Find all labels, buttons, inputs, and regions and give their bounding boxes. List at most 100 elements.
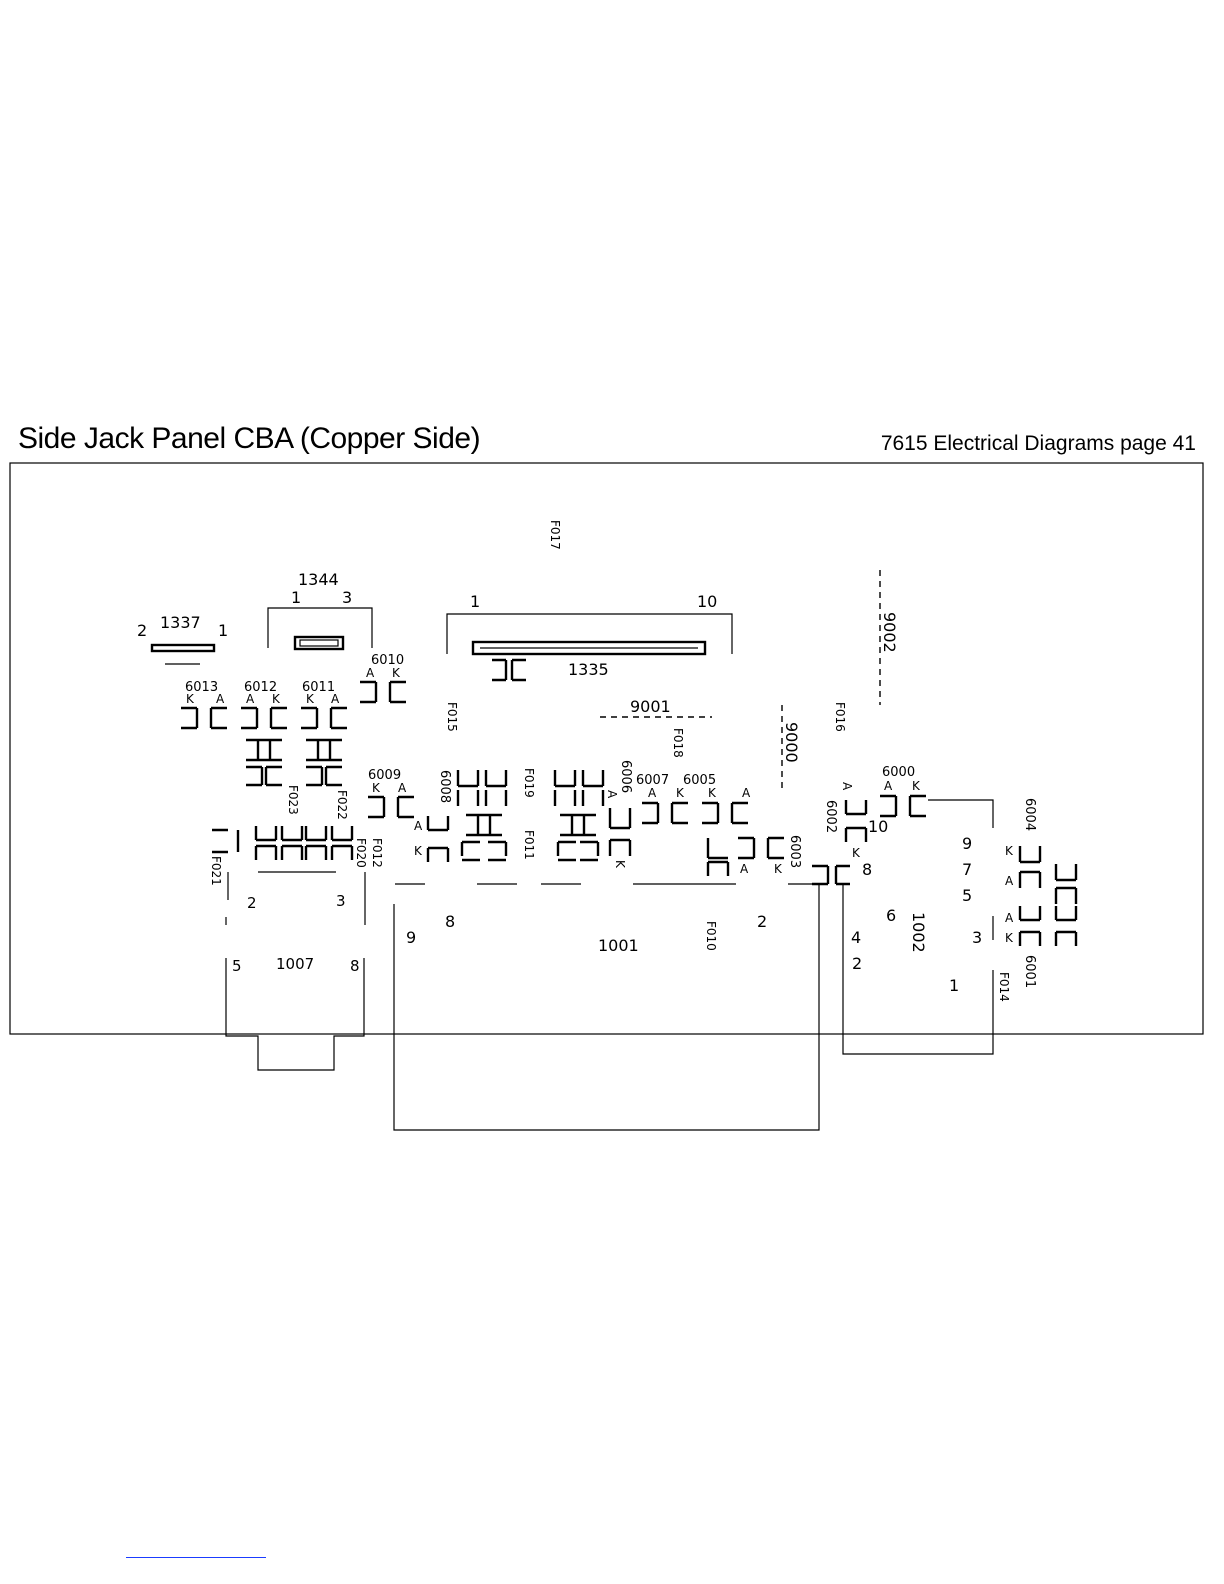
anode-label: A: [246, 692, 255, 706]
pad-pair-right: [1054, 864, 1078, 946]
label-6002: 6002: [823, 800, 838, 833]
test-point-f017: F017: [548, 520, 562, 550]
diode-6001: 6001 A K: [1005, 906, 1042, 988]
cathode-label: K: [272, 692, 281, 706]
diode-6003: 6003 A K: [706, 835, 802, 876]
diode-6000: 6000 A K: [880, 765, 926, 818]
pin-label: 2: [757, 912, 767, 931]
pin-label: 6: [886, 906, 896, 925]
diode-6004: 6004 K A: [1005, 798, 1042, 888]
diode-6007: 6007 A K: [636, 773, 688, 825]
test-point-f012: F012: [370, 838, 384, 868]
cathode-label: K: [414, 844, 423, 858]
label-1335: 1335: [568, 660, 609, 679]
test-point-f011: F011: [522, 830, 536, 860]
label-6011: 6011: [302, 680, 335, 695]
cathode-label: K: [774, 862, 783, 876]
connector-1337: 1337 2 1: [137, 613, 228, 665]
test-point-f023: F023: [286, 785, 300, 815]
anode-label: A: [1005, 874, 1014, 888]
label-1344: 1344: [298, 570, 339, 589]
pin-label: 5: [232, 957, 242, 975]
pin-label: 9: [406, 928, 416, 947]
pin-label: 4: [851, 928, 861, 947]
pad-bridge: [812, 864, 850, 886]
diode-6005: 6005 K A: [683, 773, 751, 825]
jack-1001: 1001 9 8 2: [393, 883, 820, 1131]
pin-label: 3: [972, 928, 982, 947]
anode-label: A: [366, 666, 375, 680]
label-6012: 6012: [244, 680, 277, 695]
diode-6009: 6009 K A: [368, 768, 414, 819]
label-1002: 1002: [909, 912, 928, 953]
test-point-f015: F015: [445, 702, 459, 732]
cathode-label: K: [676, 786, 685, 800]
label-6008: 6008: [437, 770, 452, 803]
anode-label: A: [648, 786, 657, 800]
pin-label: 8: [862, 860, 872, 879]
anode-label: A: [414, 819, 423, 833]
test-point-f020: F020: [354, 838, 368, 868]
diode-6011: 6011 K A: [301, 680, 347, 730]
diode-6006: 6006 A K: [605, 760, 633, 869]
pin-label: 1: [291, 588, 301, 607]
diode-6012: 6012 A K: [241, 680, 287, 730]
cathode-label: K: [708, 786, 717, 800]
resistor-stack-left: [246, 738, 342, 787]
label-6009: 6009: [368, 768, 401, 783]
pin-label: 3: [342, 588, 352, 607]
label-6010: 6010: [371, 653, 404, 668]
pin-label: 1: [470, 592, 480, 611]
cathode-label: K: [306, 692, 315, 706]
cathode-label: K: [392, 666, 401, 680]
page-title: Side Jack Panel CBA (Copper Side): [18, 422, 481, 455]
cathode-label: K: [186, 692, 195, 706]
test-point-f021: F021: [209, 856, 223, 886]
pin-label: 3: [336, 892, 346, 910]
diode-6008: 6008 A K: [414, 770, 452, 862]
test-point-f018: F018: [671, 728, 685, 758]
jack-1002: 1002 10 8 9 7 5 6 4 3 2 1: [842, 799, 994, 1055]
cathode-label: K: [912, 779, 921, 793]
label-1001: 1001: [598, 936, 639, 955]
label-6005: 6005: [683, 773, 716, 788]
label-6000: 6000: [882, 765, 915, 780]
label-6004: 6004: [1022, 798, 1037, 831]
anode-label: A: [740, 862, 749, 876]
diode-6013: 6013 K A: [181, 680, 227, 730]
anode-label: A: [840, 782, 854, 791]
pad-row-1007: [212, 826, 354, 873]
label-9002: 9002: [880, 612, 899, 653]
anode-label: A: [884, 779, 893, 793]
pin-label: 8: [350, 957, 360, 975]
anode-label: A: [1005, 911, 1014, 925]
cathode-label: K: [372, 781, 381, 795]
pin-label: 9: [962, 834, 972, 853]
jack-1007: 1007 2 3 5 8: [225, 872, 366, 1071]
anode-label: A: [742, 786, 751, 800]
label-6006: 6006: [618, 760, 633, 793]
pad-cluster-a: [456, 770, 508, 862]
cathode-label: K: [1005, 931, 1014, 945]
cathode-label: K: [613, 860, 627, 869]
anode-label: A: [398, 781, 407, 795]
test-point-f019: F019: [522, 768, 536, 798]
diode-6010: 6010 A K: [360, 653, 406, 704]
label-9000: 9000: [782, 722, 801, 763]
anode-label: A: [216, 692, 225, 706]
cathode-label: K: [852, 846, 861, 860]
pin-label: 7: [962, 860, 972, 879]
pin-label: 10: [868, 817, 888, 836]
label-6013: 6013: [185, 680, 218, 695]
diode-6002: 6002 A K: [823, 782, 868, 860]
label-6007: 6007: [636, 773, 669, 788]
test-point-f010: F010: [704, 921, 718, 951]
pin-label: 8: [445, 912, 455, 931]
label-6003: 6003: [787, 835, 802, 868]
pin-label: 10: [697, 592, 717, 611]
pad-cluster-b: [553, 770, 605, 862]
pin-label: 2: [137, 621, 147, 640]
cathode-label: K: [1005, 844, 1014, 858]
pin-label: 1: [949, 976, 959, 995]
